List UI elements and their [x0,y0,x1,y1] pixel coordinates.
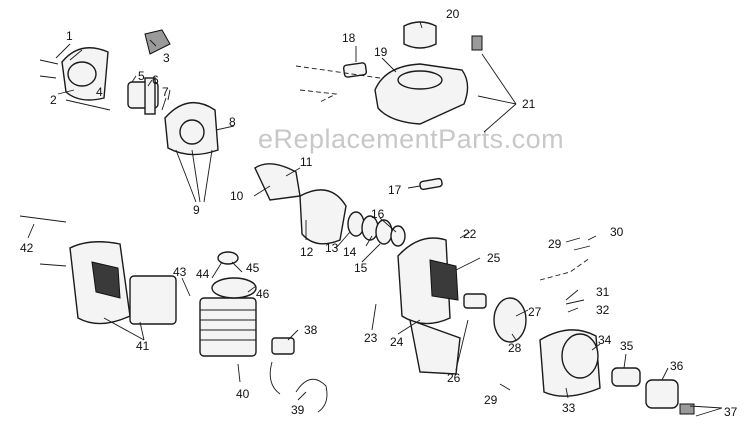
bearing-13 [347,211,365,237]
callout-1: 1 [66,29,73,43]
part-44 [217,251,239,265]
callout-26: 26 [447,371,461,385]
cylinder-fins [200,309,256,341]
callout-25: 25 [487,251,501,265]
part-drawings [19,21,695,415]
callout-27: 27 [528,305,542,319]
callout-18: 18 [342,31,356,45]
screws-1-2 [39,59,111,111]
callout-21: 21 [522,97,536,111]
callout-31: 31 [596,285,610,299]
piston [211,277,257,299]
callout-16: 16 [371,207,385,221]
callout-11: 11 [300,155,313,169]
callout-40: 40 [236,387,250,401]
pulley-25 [429,259,459,301]
callout-34: 34 [598,333,612,347]
callout-38: 38 [304,323,318,337]
clutch-hub [179,119,205,145]
callout-39: 39 [291,403,305,417]
part-3-clip [144,29,171,55]
fuel-cap [403,21,437,49]
callout-10: 10 [230,189,244,203]
callout-24: 24 [390,335,404,349]
grommet-21 [471,35,483,51]
callout-20: 20 [446,7,460,21]
callout-12: 12 [300,245,314,259]
callout-8: 8 [229,115,236,129]
filter-18 [342,62,368,78]
callout-7: 7 [162,85,169,99]
spacer-26 [463,293,487,309]
callout-28: 28 [508,341,522,355]
ring-15 [375,219,393,245]
recoil-pulley-28 [493,297,527,343]
callout-32: 32 [596,303,610,317]
wire-39 [295,378,328,413]
callout-17: 17 [388,183,402,197]
callout-15: 15 [354,261,368,275]
right-dash-lines [539,257,591,281]
tank-neck [397,70,443,90]
drive-shaft-36 [645,379,679,409]
callout-41: 41 [136,339,150,353]
part-11 [254,163,301,201]
callout-22: 22 [463,227,477,241]
callout-2: 2 [50,93,57,107]
callout-19: 19 [374,45,388,59]
shroud-grille [91,261,121,299]
tank-dash-lines [295,65,381,103]
ignition-coil-38 [271,337,295,355]
spark-lead-40 [269,361,281,395]
callout-23: 23 [364,331,378,345]
fan-hub [67,61,97,87]
callout-44: 44 [196,267,210,281]
callout-42: 42 [20,241,34,255]
callout-36: 36 [670,359,684,373]
callout-29-top: 29 [548,237,562,251]
watermark: eReplacementParts.com [258,124,564,154]
callout-6: 6 [152,73,159,87]
callout-14: 14 [343,245,357,259]
callout-labels: 1 2 3 4 5 6 7 8 9 10 11 12 13 14 15 16 1… [20,7,738,419]
callout-9: 9 [193,203,200,217]
handle-24 [409,318,461,375]
leader-lines [27,21,723,417]
callout-37: 37 [724,405,738,419]
screws-42 [19,215,67,267]
callout-29-bottom: 29 [484,393,498,407]
callout-5: 5 [138,69,145,83]
callout-13: 13 [325,241,339,255]
callout-3: 3 [163,51,170,65]
spring-31-32 [565,245,591,305]
part-17 [419,177,443,191]
callout-33: 33 [562,401,576,415]
bearing-35 [611,367,641,387]
callout-4: 4 [96,85,103,99]
gasket [144,77,156,115]
cylinder [199,297,257,357]
crankcase [299,189,347,245]
callout-45: 45 [246,261,260,275]
clutch-drum-34 [561,333,599,379]
clamp-37 [679,403,695,415]
callout-43: 43 [173,265,187,279]
muffler [129,275,177,325]
callout-35: 35 [620,339,634,353]
callout-46: 46 [256,287,270,301]
callout-30: 30 [610,225,624,239]
